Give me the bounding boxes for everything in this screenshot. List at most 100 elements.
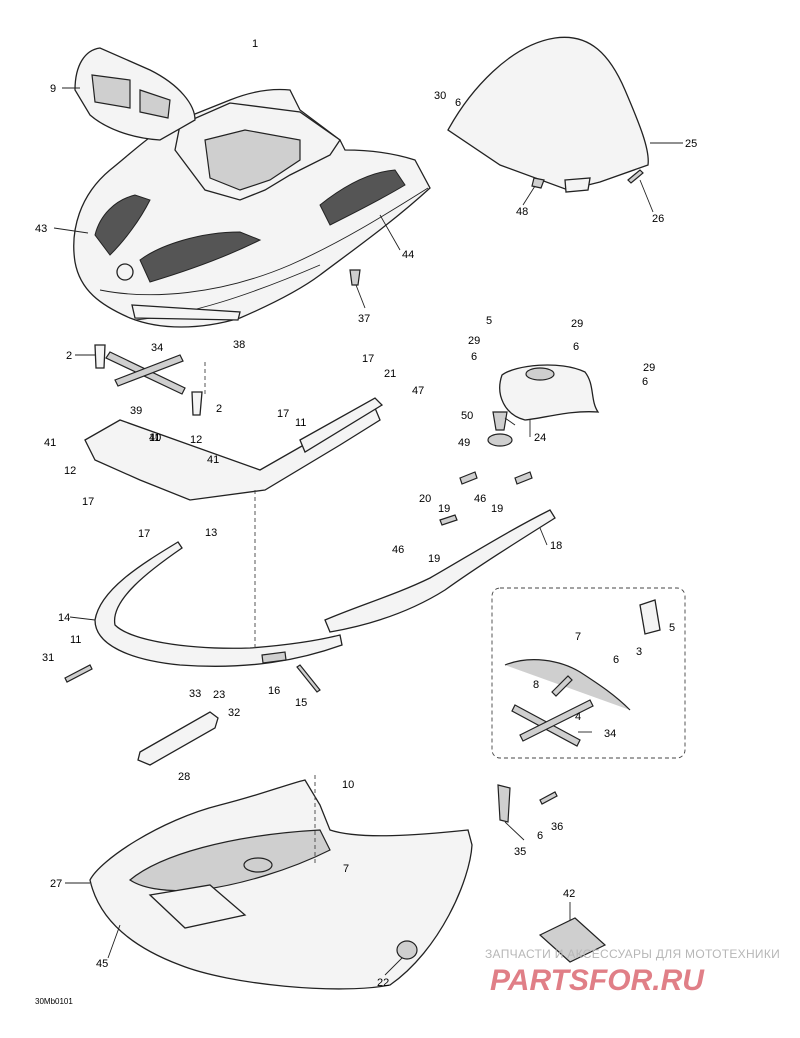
bolt-36	[539, 791, 558, 805]
spring-19c	[514, 471, 533, 485]
callout-11: 11	[70, 634, 81, 646]
socket-49	[487, 433, 513, 447]
callout-6: 7	[343, 863, 349, 875]
callout-9: 9	[50, 83, 56, 95]
storage-panel-42	[538, 917, 607, 963]
hardware	[64, 269, 558, 823]
belly-pan-drain-hole	[243, 857, 273, 873]
windshield-spring-26	[627, 169, 644, 184]
callout-41: 41	[44, 437, 56, 449]
inset-bracket-5	[639, 599, 661, 635]
hood-side-vent-left	[94, 194, 151, 256]
latch-35	[497, 784, 511, 823]
callout-17: 17	[82, 496, 94, 508]
callout-46: 46	[474, 493, 486, 505]
callout-25: 25	[685, 138, 697, 150]
watermark-logo: PARTSFOR.RU	[490, 964, 705, 997]
drain-plug-22	[396, 940, 418, 960]
bumper-bracket-21	[299, 397, 384, 453]
hood-contour-line	[99, 187, 429, 296]
callout-45: 45	[96, 958, 108, 970]
belly-pan	[89, 779, 473, 990]
callout-11: 11	[149, 432, 160, 444]
headlight-housing-opening	[525, 367, 555, 381]
callout-10: 10	[342, 779, 354, 791]
callout-38: 38	[233, 339, 245, 351]
callout-2: 2	[216, 403, 222, 415]
console-gauge-opening	[91, 74, 131, 109]
callout-2: 2	[66, 350, 72, 362]
instrument-console	[74, 47, 196, 141]
callout-24: 24	[534, 432, 546, 444]
callout-33: 33	[189, 688, 201, 700]
callout-19: 19	[491, 503, 503, 515]
callout-7: 7	[575, 631, 581, 643]
callout-30: 30	[434, 90, 446, 102]
callout-36: 36	[551, 821, 563, 833]
callout-16: 16	[268, 685, 280, 697]
callout-50: 50	[461, 410, 473, 422]
callout-49: 49	[458, 437, 470, 449]
callout-29: 29	[571, 318, 583, 330]
callout-15: 15	[295, 697, 307, 709]
hood-headlight-ring	[116, 263, 134, 281]
callout-34: 34	[604, 728, 616, 740]
hood-glovebox-recess	[204, 129, 301, 191]
callout-37: 37	[358, 313, 370, 325]
callout-19: 19	[438, 503, 450, 515]
hood-assembly	[73, 88, 431, 328]
console-gauge-opening-2	[139, 89, 171, 119]
callout-18: 18	[550, 540, 562, 552]
bracket-2-left	[94, 344, 106, 369]
inset-detail	[491, 587, 686, 759]
callout-40: 40	[149, 432, 161, 444]
hood-lower-lip	[131, 304, 241, 321]
side-trim-rail	[324, 509, 556, 633]
callout-47: 47	[412, 385, 424, 397]
callout-22: 22	[377, 977, 389, 989]
callout-17: 17	[277, 408, 289, 420]
inset-box	[491, 587, 686, 759]
callout-17: 17	[362, 353, 374, 365]
callout-19: 19	[428, 553, 440, 565]
callout-46: 46	[392, 544, 404, 556]
callout-14: 14	[58, 612, 70, 624]
hood-side-vent-right	[319, 169, 406, 226]
watermark-tagline: ЗАПЧАСТИ И АКСЕССУАРЫ ДЛЯ МОТОТЕХНИКИ	[485, 947, 780, 961]
callout-6: 6	[573, 341, 579, 353]
leader-lines	[53, 87, 683, 976]
callout-27: 27	[50, 878, 62, 890]
headlight-housing-body	[499, 364, 600, 421]
grille-bracket-23	[137, 711, 219, 766]
callout-41: 41	[207, 454, 219, 466]
callout-43: 43	[35, 223, 47, 235]
callout-29: 29	[643, 362, 655, 374]
callout-5: 5	[669, 622, 675, 634]
callout-4: 4	[575, 711, 581, 723]
callout-6: 6	[471, 351, 477, 363]
callout-12: 12	[64, 465, 76, 477]
callout-34: 34	[151, 342, 163, 354]
inset-spring-8	[551, 675, 573, 697]
headlight-housing	[487, 364, 600, 447]
callout-3: 3	[636, 646, 642, 658]
callout-5: 5	[486, 315, 492, 327]
console-body	[74, 47, 196, 141]
callout-17: 17	[138, 528, 150, 540]
spring-19b	[459, 471, 478, 485]
diagram-code: 30Mb0101	[35, 997, 73, 1006]
bumper-support-frame	[84, 407, 381, 501]
bolt-15	[296, 664, 321, 693]
callout-29: 29	[468, 335, 480, 347]
bolt-37	[349, 269, 361, 286]
callout-35: 35	[514, 846, 526, 858]
windshield-panel	[447, 36, 649, 191]
grille-bracket-body	[137, 711, 219, 766]
hood-front-vent	[139, 231, 262, 283]
callout-39: 39	[130, 405, 142, 417]
callout-31: 31	[42, 652, 54, 664]
callout-6: 6	[537, 830, 543, 842]
panel-42-body	[538, 917, 607, 963]
alignment-lines	[204, 362, 316, 865]
